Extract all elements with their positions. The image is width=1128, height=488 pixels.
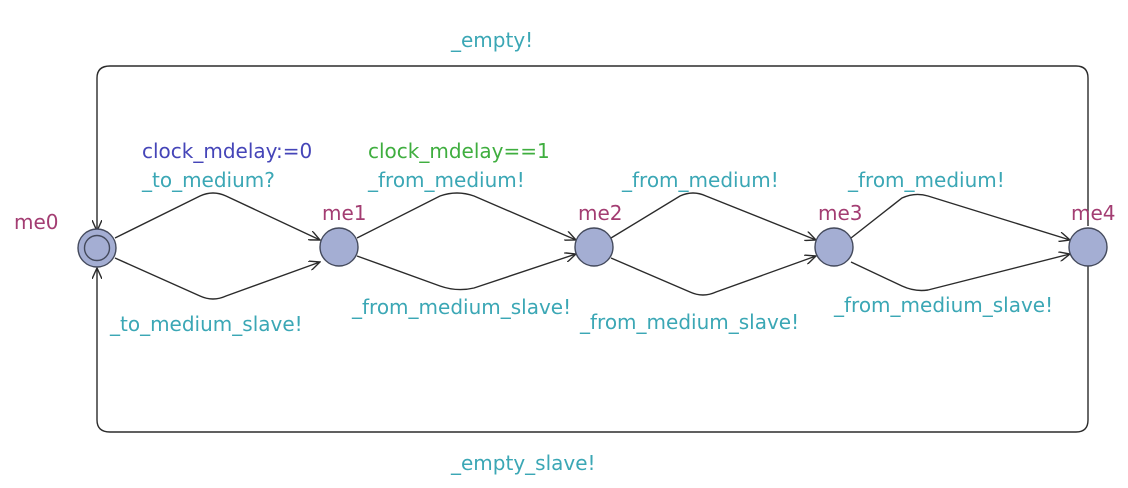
- edge-label-sync: _from_medium!: [621, 168, 779, 192]
- edge-me1-me2-bottom[interactable]: [356, 254, 576, 291]
- location-me1[interactable]: [319, 227, 359, 267]
- edge-label-sync: _from_medium_slave!: [351, 295, 571, 319]
- edge-label-sync: _from_medium_slave!: [833, 293, 1053, 317]
- location-me0[interactable]: [77, 228, 117, 268]
- location-name-me2: me2: [578, 201, 623, 225]
- edge-me0-me1-top[interactable]: [114, 192, 320, 240]
- edge-label-sync: _from_medium!: [847, 168, 1005, 192]
- edge-me2-me3-top[interactable]: [610, 192, 816, 240]
- edge-me0-me1-bottom[interactable]: [114, 257, 320, 300]
- location-me3[interactable]: [814, 227, 854, 267]
- location-name-me1: me1: [322, 201, 367, 225]
- edge-me4-me0-top[interactable]: [97, 65, 1089, 231]
- edge-me3-me4-top[interactable]: [850, 193, 1070, 240]
- edge-label-sync: _empty_slave!: [450, 451, 596, 475]
- edge-label-guard: clock_mdelay==1: [368, 139, 550, 163]
- edge-label-sync: _empty!: [450, 28, 533, 52]
- edge-label-update: clock_mdelay:=0: [142, 139, 312, 163]
- edge-me4-me0-bottom[interactable]: [97, 266, 1089, 433]
- initial-marker-icon: [83, 234, 111, 262]
- location-name-me3: me3: [818, 201, 863, 225]
- edge-me1-me2-top[interactable]: [356, 192, 576, 240]
- location-me4[interactable]: [1068, 227, 1108, 267]
- location-name-me4: me4: [1071, 201, 1116, 225]
- location-name-me0: me0: [14, 210, 59, 234]
- edge-me3-me4-bottom[interactable]: [850, 254, 1070, 292]
- location-me2[interactable]: [574, 227, 614, 267]
- edge-label-sync: _from_medium!: [367, 168, 525, 192]
- edge-me2-me3-bottom[interactable]: [610, 256, 816, 296]
- edge-label-sync: _to_medium_slave!: [109, 312, 303, 336]
- edge-label-sync: _to_medium?: [141, 168, 275, 192]
- edge-label-sync: _from_medium_slave!: [579, 310, 799, 334]
